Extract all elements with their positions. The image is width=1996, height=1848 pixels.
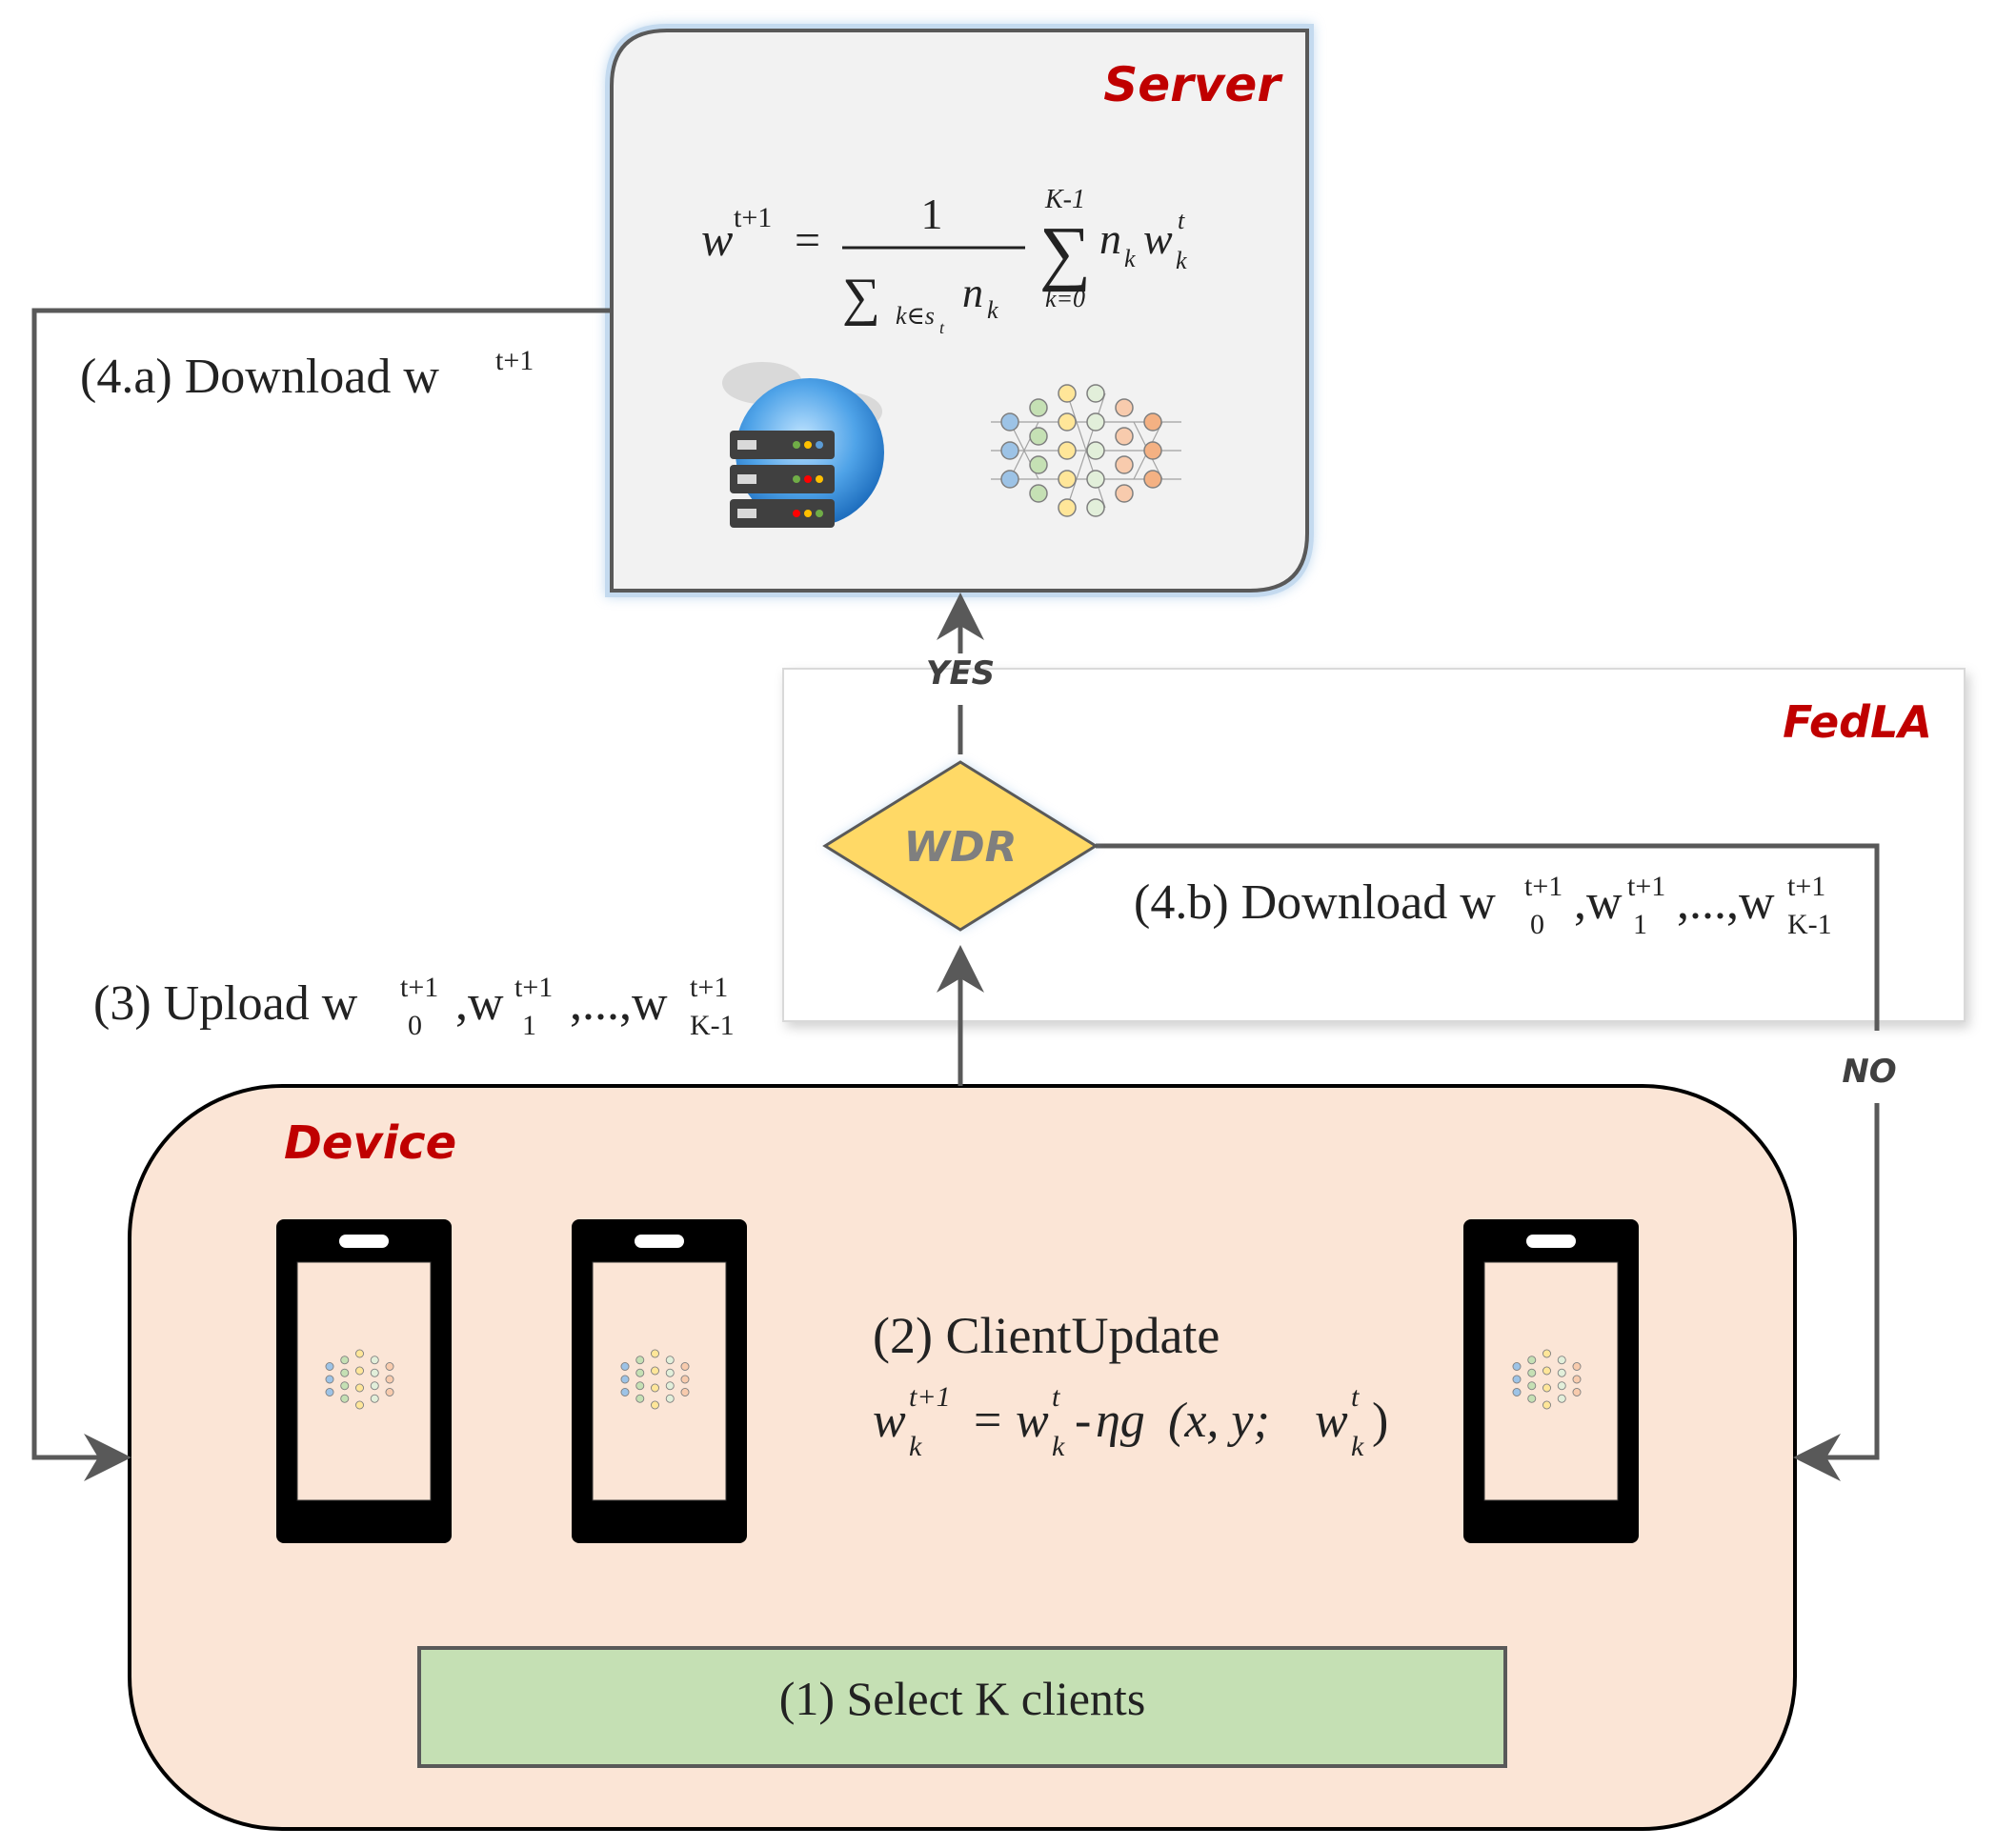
eq-lhs-sup: t+1 <box>734 202 772 233</box>
download-b-label: (4.b) Download w t+1 0 ,w t+1 1 ,...,w t… <box>1134 871 1832 940</box>
download-b-s1-sup: t+1 <box>1627 871 1665 902</box>
cu-arg-w-sub: k <box>1351 1431 1364 1462</box>
download-b-s1-sub: 1 <box>1633 909 1647 940</box>
download-b-prefix: (4.b) Download w <box>1134 875 1496 930</box>
upload-s2-sub: K-1 <box>690 1010 735 1041</box>
eq-term-n-sub: k <box>1124 245 1136 272</box>
cu-eta-g: ηg <box>1096 1394 1145 1448</box>
device-title: Device <box>284 1116 456 1170</box>
eq-den-term-sub: k <box>987 296 998 324</box>
select-clients-box: (1) Select K clients <box>417 1646 1507 1768</box>
no-label: NO <box>1842 1053 1896 1091</box>
cu-lhs-sup: t+1 <box>909 1381 951 1413</box>
neural-network-icon <box>1512 1349 1582 1410</box>
download-a-label: (4.a) Download w t+1 <box>80 345 534 404</box>
smartphone-icon <box>572 1219 747 1543</box>
yes-label: YES <box>926 654 995 693</box>
smartphone-icon <box>1463 1219 1639 1543</box>
neural-network-icon <box>325 1349 394 1410</box>
server-title: Server <box>1103 57 1283 112</box>
device-panel: Device <box>128 1084 1797 1831</box>
upload-s0-sub: 0 <box>408 1010 422 1041</box>
fedla-title: FedLA <box>1783 696 1932 748</box>
server-rack-globe-icon <box>722 362 884 528</box>
neural-network-icon <box>620 1349 690 1410</box>
cu-arg-w: w <box>1315 1394 1348 1448</box>
edge-no-lower <box>1793 1103 1880 1481</box>
eq-equals: = <box>795 215 820 266</box>
eq-sum-upper: K-1 <box>1044 185 1085 214</box>
cu-arg-w-sup: t <box>1351 1381 1360 1413</box>
upload-prefix: (3) Upload w <box>93 976 358 1031</box>
upload-label: (3) Upload w t+1 0 ,w t+1 1 ,...,w t+1 K… <box>93 972 735 1041</box>
cu-rhs-sub: k <box>1052 1431 1065 1462</box>
aggregation-equation: w t+1 = 1 ∑ k∈s t n k K-1 ∑ k=0 n k w k … <box>701 185 1187 337</box>
download-b-s0-sub: 0 <box>1530 909 1544 940</box>
cu-args-open: (x, y; <box>1168 1394 1270 1448</box>
client-update-label: (2) ClientUpdate <box>873 1307 1220 1364</box>
upload-sep1: ,w <box>455 976 504 1031</box>
upload-sep2: ,...,w <box>570 976 668 1031</box>
download-b-s0-sup: t+1 <box>1524 871 1563 902</box>
cu-rhs: w <box>1016 1394 1049 1448</box>
upload-s1-sup: t+1 <box>514 972 553 1003</box>
cu-rhs-sup: t <box>1052 1381 1060 1413</box>
cu-lhs: w <box>873 1394 906 1448</box>
eq-term-w-sub: k <box>1176 247 1187 274</box>
eq-term-w: w <box>1143 214 1173 263</box>
download-b-s2-sup: t+1 <box>1787 871 1825 902</box>
upload-s1-sub: 1 <box>522 1010 536 1041</box>
eq-numerator: 1 <box>921 190 943 238</box>
download-b-sep1: ,w <box>1574 875 1623 930</box>
eq-den-term: n <box>962 270 983 316</box>
client-update-equation: w t+1 k = w t k - ηg (x, y; w t k ) <box>873 1381 1388 1462</box>
wdr-decision: WDR <box>822 760 1099 932</box>
upload-s2-sup: t+1 <box>690 972 728 1003</box>
upload-s0-sup: t+1 <box>400 972 438 1003</box>
eq-sum-sign: ∑ <box>1039 212 1091 292</box>
connectors <box>31 308 1880 1481</box>
download-b-s2-sub: K-1 <box>1787 909 1832 940</box>
eq-den-sigma: ∑ <box>842 268 880 327</box>
download-b-sep2: ,...,w <box>1677 875 1775 930</box>
edge-download-a <box>31 308 612 1481</box>
smartphone-icon <box>276 1219 452 1543</box>
select-clients-label: (1) Select K clients <box>779 1672 1146 1725</box>
eq-den-sub: k∈s <box>896 302 935 330</box>
edge-no-upper <box>1096 843 1880 1031</box>
eq-lhs: w <box>701 212 733 266</box>
cu-equals: = <box>974 1394 1001 1448</box>
cu-minus: - <box>1075 1394 1091 1448</box>
wdr-label: WDR <box>904 823 1018 872</box>
server-panel: Server w t+1 = 1 ∑ k∈s t n k K-1 ∑ k=0 n… <box>605 24 1314 597</box>
cu-lhs-sub: k <box>909 1431 922 1462</box>
download-a-sup: t+1 <box>495 345 534 376</box>
cu-args-close: ) <box>1372 1394 1388 1448</box>
download-a-prefix: (4.a) Download w <box>80 350 439 404</box>
eq-den-sub2: t <box>939 318 945 337</box>
neural-network-icon <box>991 384 1181 517</box>
eq-term-n: n <box>1099 214 1121 263</box>
eq-term-w-sup: t <box>1178 207 1185 234</box>
eq-sum-lower: k=0 <box>1045 285 1085 312</box>
